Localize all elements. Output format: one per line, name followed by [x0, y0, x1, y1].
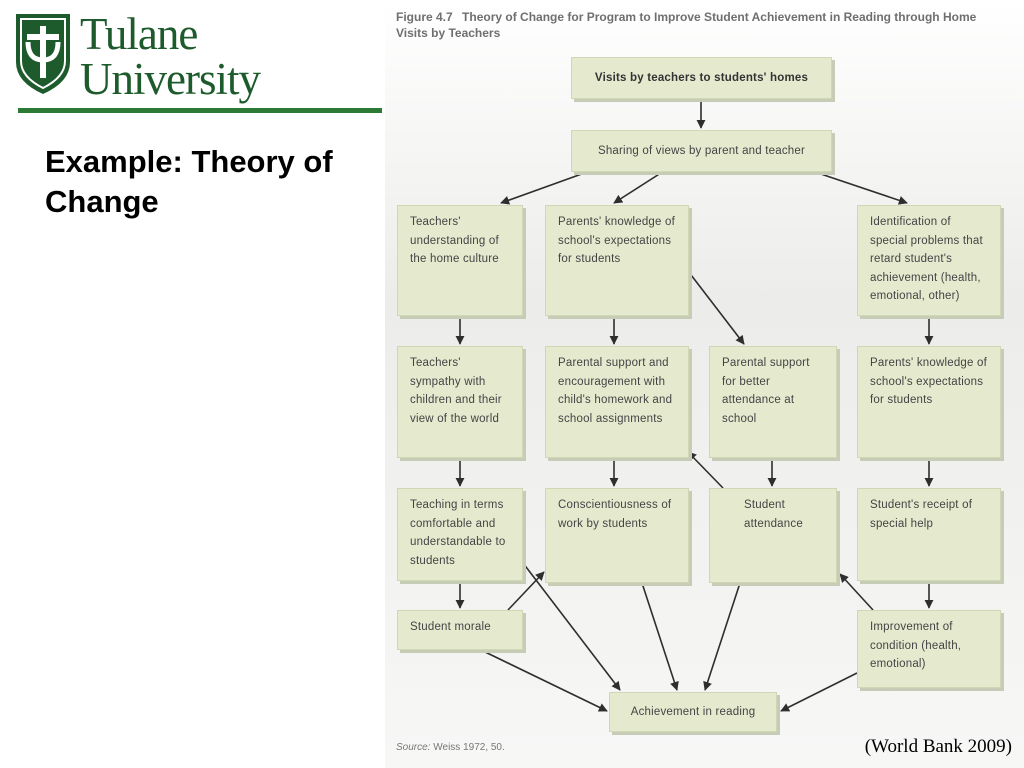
slide-title: Example: Theory of Change [45, 144, 333, 219]
node-improvement: Improvement of condition (health, emotio… [857, 610, 1001, 688]
edge-improvement-achievement [780, 672, 858, 712]
node-parental-support-homework: Parental support and encouragement with … [545, 346, 689, 458]
figure-caption: Figure 4.7 Theory of Change for Program … [396, 9, 1006, 41]
node-conscientiousness: Conscientiousness of work by students [545, 488, 689, 583]
logo-name-line1: Tulane [80, 9, 198, 59]
edge-attendance-achievement [703, 582, 741, 691]
edge-knowledge-attendance-support [687, 270, 745, 345]
node-parents-knowledge-1: Parents' knowledge of school's expectati… [545, 205, 689, 316]
figure-source: Source: Weiss 1972, 50. [396, 742, 505, 753]
edge-morale-conscientiousness [507, 571, 545, 611]
edge-attendance-homework [687, 451, 724, 489]
node-parents-knowledge-2: Parents' knowledge of school's expectati… [857, 346, 1001, 458]
edge-teaching-achievement [522, 562, 621, 691]
logo-name-line2: University [80, 54, 261, 104]
node-achievement: Achievement in reading [609, 692, 777, 732]
tulane-shield-icon [16, 14, 70, 94]
node-visits: Visits by teachers to students' homes [571, 57, 832, 99]
node-parental-support-attendance: Parental support for better attendance a… [709, 346, 837, 458]
figure-caption-text: Theory of Change for Program to Improve … [396, 10, 977, 40]
edge-sharing-identification [811, 170, 908, 205]
edge-sharing-teachers-understanding [500, 170, 591, 205]
node-teaching-terms: Teaching in terms comfortable and unders… [397, 488, 523, 581]
edge-sharing-parents-knowledge [613, 170, 665, 204]
node-sharing: Sharing of views by parent and teacher [571, 130, 832, 172]
header-rule [18, 108, 382, 113]
source-text: Weiss 1972, 50. [433, 742, 505, 753]
slide-credit: (World Bank 2009) [864, 736, 1012, 757]
edge-improvement-attendance [839, 573, 874, 611]
node-student-morale: Student morale [397, 610, 523, 650]
source-label: Source: [396, 742, 431, 753]
node-student-attendance: Student attendance [709, 488, 837, 583]
tulane-logo: Tulane University [14, 12, 284, 102]
node-teachers-understanding: Teachers' understanding of the home cult… [397, 205, 523, 316]
node-special-help: Student's receipt of special help [857, 488, 1001, 581]
node-identification: Identification of special problems that … [857, 205, 1001, 316]
edge-morale-achievement [480, 649, 608, 712]
figure-number: Figure 4.7 [396, 10, 453, 24]
edge-conscientiousness-achievement [641, 582, 679, 691]
node-teachers-sympathy: Teachers' sympathy with children and the… [397, 346, 523, 458]
